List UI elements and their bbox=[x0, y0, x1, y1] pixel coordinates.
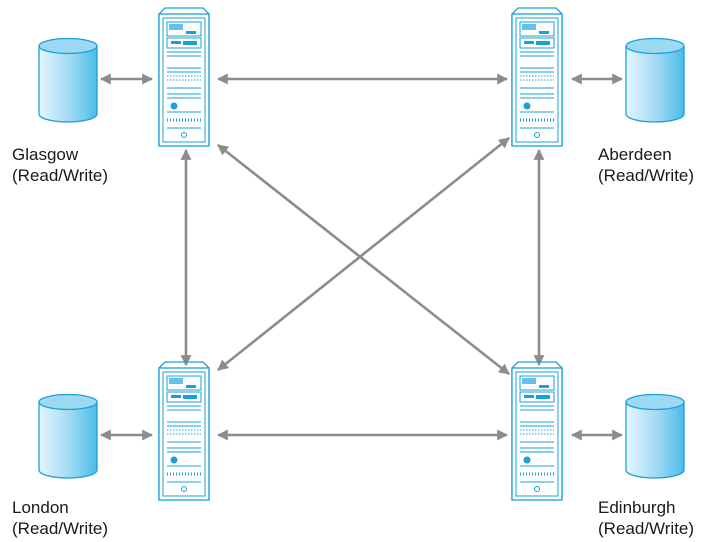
server-tower-icon bbox=[157, 6, 211, 148]
server-tower-icon bbox=[510, 360, 564, 502]
site-name: Glasgow bbox=[12, 145, 79, 164]
site-access: (Read/Write) bbox=[12, 519, 109, 538]
database-cylinder-icon bbox=[38, 393, 98, 479]
server-tower-icon bbox=[157, 360, 211, 502]
site-access: (Read/Write) bbox=[598, 519, 695, 538]
database-cylinder-icon bbox=[38, 37, 98, 123]
site-label-edinburgh: Edinburgh (Read/Write) bbox=[598, 497, 694, 539]
site-label-glasgow: Glasgow (Read/Write) bbox=[12, 144, 108, 186]
site-name: Aberdeen bbox=[598, 145, 672, 164]
connector-lines bbox=[99, 73, 624, 441]
site-name: London bbox=[12, 498, 69, 517]
link-aberdeen-london bbox=[217, 136, 510, 372]
database-cylinder-icon bbox=[625, 37, 685, 123]
database-cylinder-icon bbox=[625, 393, 685, 479]
site-access: (Read/Write) bbox=[598, 166, 695, 185]
server-tower-icon bbox=[510, 6, 564, 148]
site-label-london: London (Read/Write) bbox=[12, 497, 108, 539]
link-glasgow-edinburgh bbox=[217, 143, 510, 376]
site-access: (Read/Write) bbox=[12, 166, 109, 185]
site-name: Edinburgh bbox=[598, 498, 676, 517]
site-label-aberdeen: Aberdeen (Read/Write) bbox=[598, 144, 694, 186]
